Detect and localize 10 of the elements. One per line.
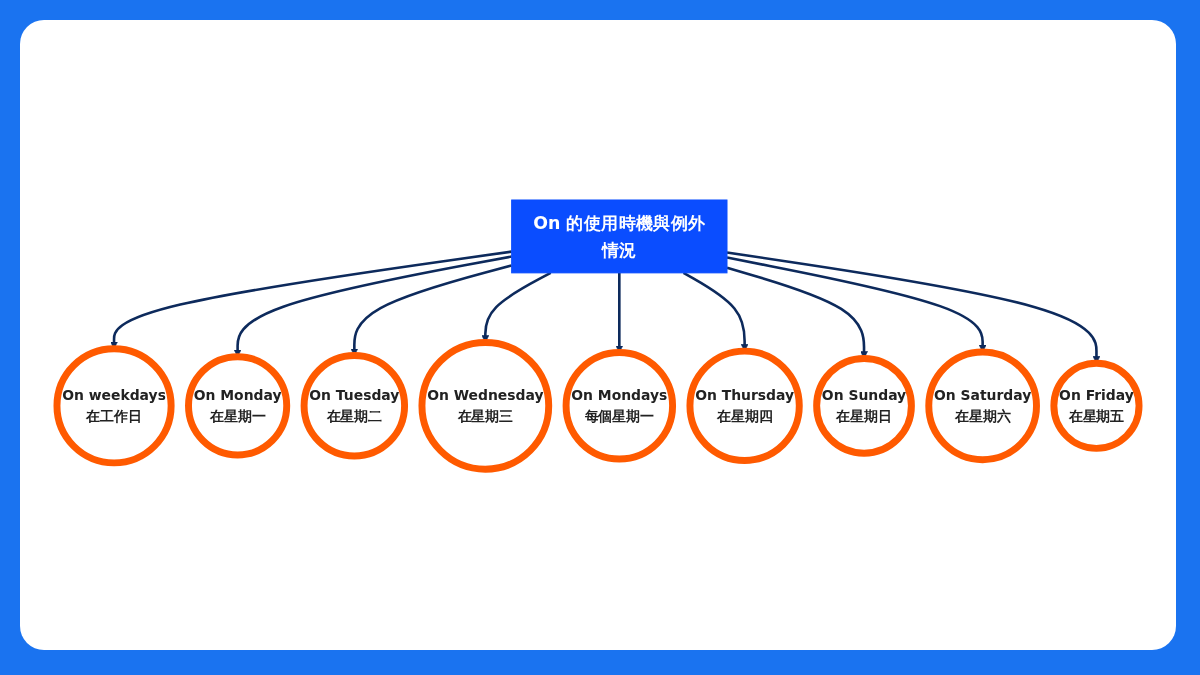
node-circle: On weekdays 在工作日 xyxy=(53,345,175,467)
node-box: On 的使用時機與例外情況 xyxy=(511,199,728,274)
node-circle: On Monday 在星期一 xyxy=(185,353,291,459)
node-circle: On Wednesday 在星期三 xyxy=(418,339,553,474)
node-circle: On Sunday 在星期日 xyxy=(813,355,915,458)
node-circle: On Thursday 在星期四 xyxy=(686,348,803,465)
node-circle: On Friday 在星期五 xyxy=(1050,360,1143,453)
node-circle: On Tuesday 在星期二 xyxy=(300,352,409,460)
node-circle: On Saturday 在星期六 xyxy=(925,348,1040,464)
node-circle: On Mondays 每個星期一 xyxy=(562,349,677,463)
